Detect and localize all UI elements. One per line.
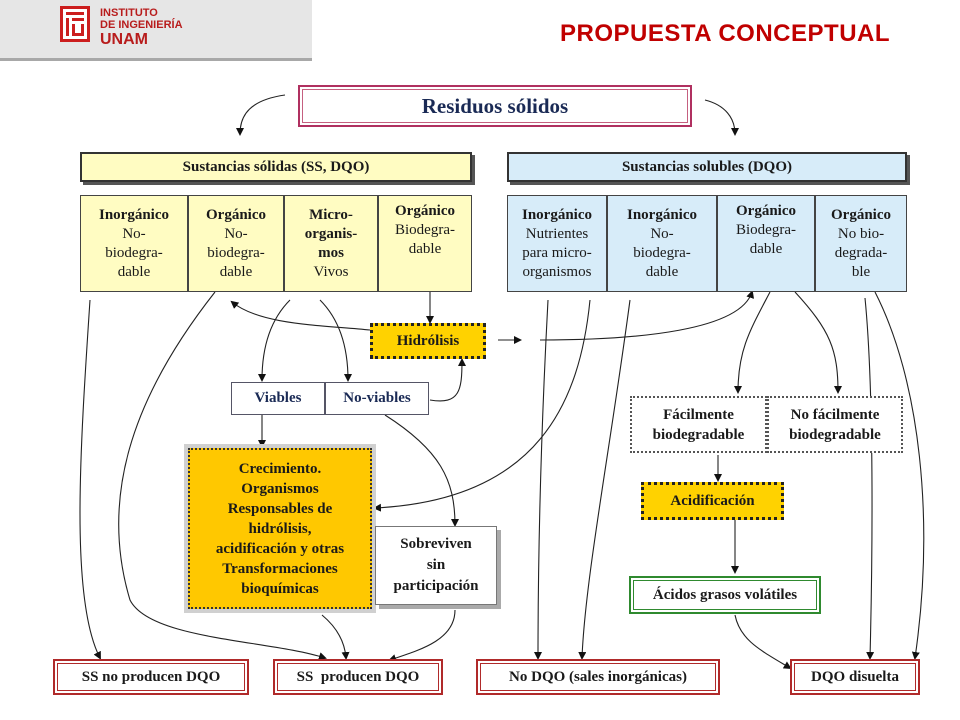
cell-line: dable [219,263,253,280]
cell-line: biodegra- [633,244,691,261]
header-solid: Sustancias sólidas (SS, DQO) [80,152,472,182]
logo-text: INSTITUTO DE INGENIERÍA UNAM [100,7,183,48]
soluble-cell-organico-biodegradable: Orgánico Biodegra- dable [717,195,815,292]
ss-producen-dqo-box: SS producen DQO [273,659,443,695]
cell-title: Inorgánico [626,206,697,223]
crecimiento-line: Transformaciones [222,560,338,577]
cell-line: Vivos [313,263,349,280]
unam-logo-icon [60,6,90,42]
header-solid-label: Sustancias sólidas (SS, DQO) [182,158,370,175]
facilmente-biodegradable-box: Fácilmente biodegradable [630,396,767,453]
facil-line: biodegradable [652,426,745,443]
cell-line: Biodegra- [736,222,796,238]
crecimiento-line: Crecimiento. [238,460,322,477]
residuos-solidos-box: Residuos sólidos [298,85,692,127]
viables-label: Viables [254,390,302,406]
acidos-grasos-box: Ácidos grasos volátiles [629,576,821,614]
solid-cell-inorganico: Inorgánico No- biodegra- dable [80,195,188,292]
facil-line: Fácilmente [663,406,734,423]
cell-line: No- [650,225,674,242]
sobreviven-line: participación [393,578,479,594]
cell-line: dable [645,263,679,280]
cell-line: ble [851,263,871,280]
cell-line: biodegra- [207,244,265,261]
bottom-label: SS no producen DQO [81,668,221,685]
cell-line: Biodegra- [395,222,455,238]
cell-line: organis- [304,225,358,242]
bottom-label: No DQO (sales inorgánicas) [509,668,687,685]
hidrolisis-box: Hidrólisis [370,323,486,359]
cell-title: Orgánico [206,206,266,223]
cell-title: Micro- [309,206,353,223]
crecimiento-line: acidificación y otras [215,540,345,557]
institute-logo: INSTITUTO DE INGENIERÍA UNAM [0,0,312,61]
bottom-label: DQO disuelta [811,668,899,685]
no-facilmente-biodegradable-box: No fácilmente biodegradable [767,396,903,453]
cell-title: Inorgánico [521,206,592,223]
cell-line: No- [122,225,146,242]
acidificacion-label: Acidificación [670,492,755,509]
viables-box: Viables [231,382,325,415]
crecimiento-box: Crecimiento. Organismos Responsables de … [188,448,372,609]
cell-line: No bio- [837,225,885,242]
bottom-label: SS producen DQO [296,668,420,685]
cell-line: para micro- [522,244,592,261]
cell-line: dable [408,241,442,257]
no-viables-box: No-viables [325,382,429,415]
sobreviven-line: Sobreviven [400,536,472,552]
sobreviven-line: sin [426,557,446,573]
no-facil-line: biodegradable [789,426,881,443]
cell-title: Orgánico [736,203,796,219]
no-facil-line: No fácilmente [790,406,880,423]
sobreviven-box: Sobreviven sin participación [375,526,497,605]
cell-line: biodegra- [105,244,163,261]
cell-title: Orgánico [831,206,891,223]
cell-title: Inorgánico [98,206,169,223]
no-dqo-box: No DQO (sales inorgánicas) [476,659,720,695]
cell-line: dable [117,263,151,280]
cell-line: mos [318,244,344,261]
hidrolisis-label: Hidrólisis [396,332,460,349]
solid-cell-organico-no-biodegradable: Orgánico No- biodegra- dable [188,195,284,292]
dqo-disuelta-box: DQO disuelta [790,659,920,695]
slide-title: PROPUESTA CONCEPTUAL [560,20,891,47]
crecimiento-line: hidrólisis, [248,520,312,537]
crecimiento-line: Organismos [241,480,319,497]
cell-title: Orgánico [395,203,455,219]
crecimiento-line: Responsables de [227,500,333,517]
soluble-cell-organico-no-biodegradable: Orgánico No bio- degrada- ble [815,195,907,292]
acidos-grasos-label: Ácidos grasos volátiles [652,586,798,603]
header-soluble-label: Sustancias solubles (DQO) [621,158,793,175]
header-soluble: Sustancias solubles (DQO) [507,152,907,182]
soluble-cell-inorganico-no-biodegradable: Inorgánico No- biodegra- dable [607,195,717,292]
crecimiento-line: bioquímicas [241,580,319,597]
cell-line: dable [749,241,783,257]
cell-line: No- [224,225,248,242]
acidificacion-box: Acidificación [641,482,784,520]
no-viables-label: No-viables [343,390,411,406]
soluble-cell-inorganico-nutrientes: Inorgánico Nutrientes para micro- organi… [507,195,607,292]
cell-line: degrada- [834,244,888,261]
cell-line: organismos [522,263,592,280]
solid-cell-organico-biodegradable: Orgánico Biodegra- dable [378,195,472,292]
ss-no-producen-dqo-box: SS no producen DQO [53,659,249,695]
residuos-solidos-label: Residuos sólidos [421,93,569,118]
cell-line: Nutrientes [525,225,589,242]
solid-cell-microorganismos: Micro- organis- mos Vivos [284,195,378,292]
